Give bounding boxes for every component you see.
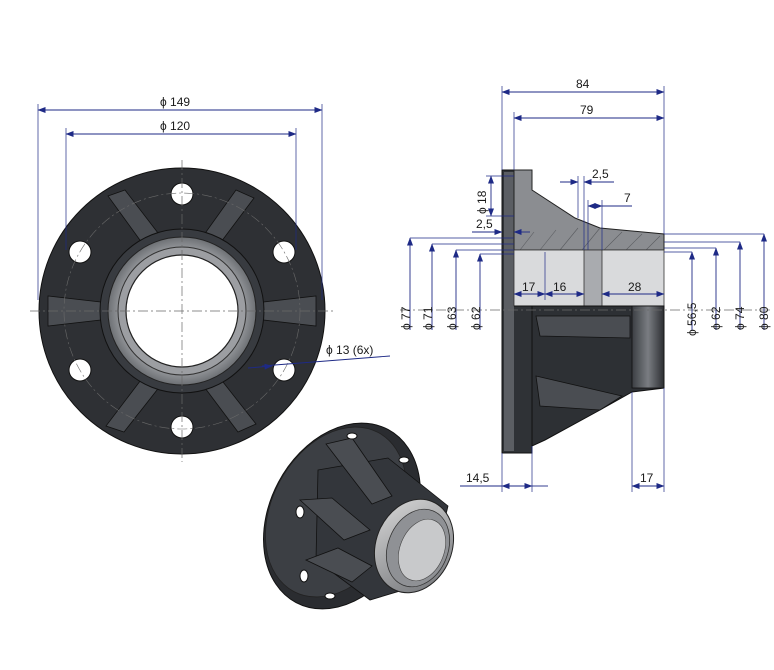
dim-left-diameter-2: ϕ 71: [421, 306, 435, 330]
section-dimensions: 84 79 2,5 7 ϕ 18 2,5 ϕ 77: [399, 77, 771, 492]
dim-seg-3: 28: [628, 280, 642, 294]
dim-seg-1: 17: [522, 280, 536, 294]
dim-holes: ϕ 13 (6x): [326, 343, 373, 357]
dim-length-2: 79: [580, 103, 594, 117]
dim-flange-thickness: 14,5: [466, 471, 490, 485]
dim-right-diameter-4: ϕ 80: [757, 306, 771, 330]
dim-small-a: 2,5: [592, 167, 609, 181]
dim-seg-2: 16: [553, 280, 567, 294]
dim-left-diameter-1: ϕ 77: [399, 306, 413, 330]
dim-overall-length: 84: [576, 77, 590, 91]
dim-outer-diameter: ϕ 149: [160, 95, 190, 109]
dim-left-diameter-4: ϕ 62: [469, 306, 483, 330]
front-dimensions: ϕ 149 ϕ 120 ϕ 13 (6x): [37, 95, 391, 370]
dim-end-length: 17: [640, 471, 654, 485]
section-view: [400, 169, 770, 454]
dim-bolt-circle: ϕ 120: [160, 119, 190, 133]
dim-small-b: 7: [624, 191, 631, 205]
dim-right-diameter-3: ϕ 74: [733, 306, 747, 330]
isometric-view: [263, 422, 455, 610]
front-view: [30, 160, 336, 462]
dim-right-diameter-2: ϕ 62: [709, 306, 723, 330]
dim-left-diameter-3: ϕ 63: [445, 306, 459, 330]
dim-right-diameter-1: ϕ 56,5: [685, 302, 699, 336]
dim-flange-bore: ϕ 18: [475, 190, 489, 214]
dim-flange-step: 2,5: [476, 217, 493, 231]
